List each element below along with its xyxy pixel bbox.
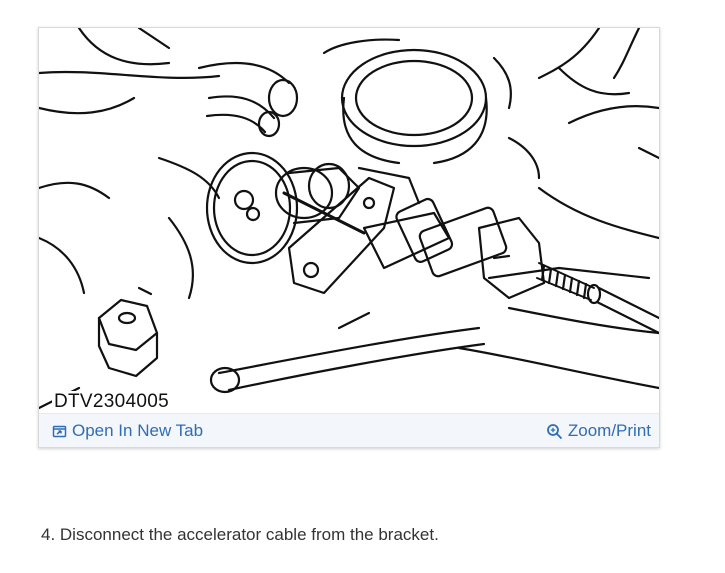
zoom-print-label: Zoom/Print [567, 421, 651, 440]
open-in-new-tab-link[interactable]: Open In New Tab [52, 414, 203, 448]
figure-card: DTV2304005 Open In New Tab Zoom/Prin [38, 27, 660, 448]
throttle-body-diagram: DTV2304005 [39, 28, 659, 413]
figure-toolbar: Open In New Tab Zoom/Print [39, 413, 659, 447]
open-in-new-tab-label: Open In New Tab [72, 421, 204, 440]
step-instruction: 4. Disconnect the accelerator cable from… [41, 525, 439, 544]
open-new-tab-icon [52, 424, 67, 439]
diagram-code-label: DTV2304005 [52, 391, 171, 413]
magnifier-icon [546, 423, 563, 440]
line-drawing [39, 28, 659, 410]
zoom-print-link[interactable]: Zoom/Print [546, 414, 651, 448]
